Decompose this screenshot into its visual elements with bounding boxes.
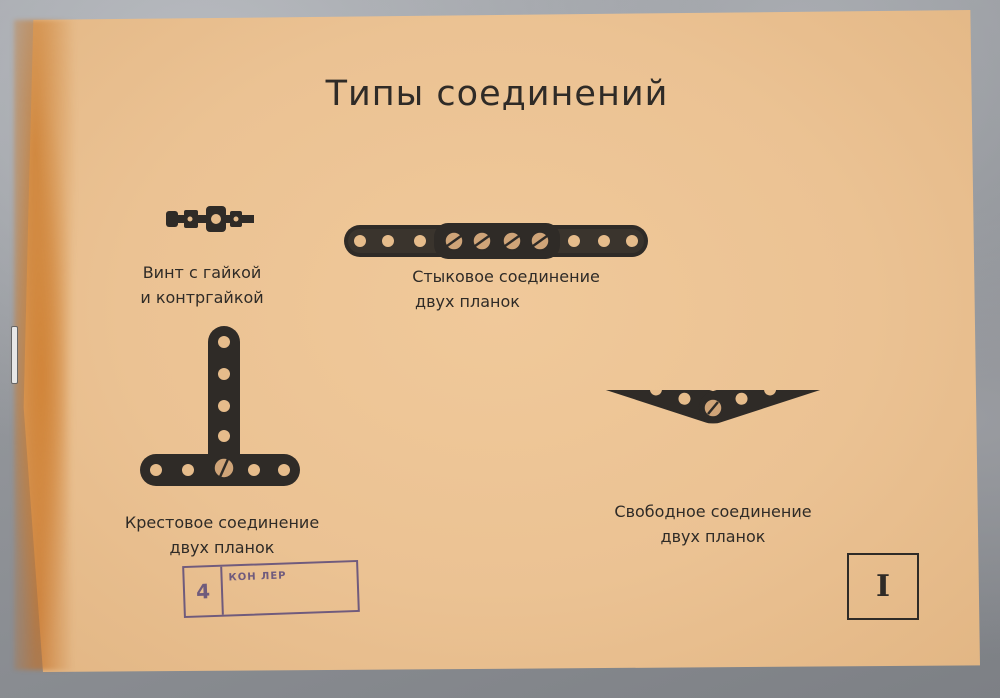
butt-joint-illustration (344, 223, 648, 259)
caption-butt-line1: Стыковое соединение (412, 267, 600, 286)
caption-butt-joint: Стыковое соединение двух планок (397, 264, 615, 314)
stamp-number: 4 (184, 566, 224, 616)
water-stain (14, 20, 84, 670)
free-joint-illustration (584, 390, 842, 424)
staple (11, 326, 18, 384)
screw-nut-illustration (166, 206, 254, 232)
caption-screw-line1: Винт с гайкой (142, 263, 262, 282)
page-title: Типы соединений (325, 74, 669, 114)
caption-free-line2: двух планок (660, 527, 766, 546)
stamp-text: КОН ЛЕР (228, 570, 287, 584)
caption-cross-line1: Крестовое соединение (124, 513, 320, 532)
caption-butt-line2: двух планок (415, 292, 520, 311)
caption-free-line1: Свободное соединение (614, 502, 812, 521)
caption-cross-joint: Крестовое соединение двух планок (108, 510, 336, 560)
cross-joint-illustration (140, 326, 300, 486)
caption-screw: Винт с гайкой и контргайкой (122, 260, 282, 310)
page-number: I (875, 569, 891, 604)
caption-free-joint: Свободное соединение двух планок (602, 499, 824, 549)
caption-cross-line2: двух планок (169, 538, 275, 557)
instruction-sheet (23, 10, 980, 672)
page-number-box: I (847, 553, 919, 620)
caption-screw-line2: и контргайкой (140, 288, 264, 307)
inspection-stamp: 4 КОН ЛЕР (182, 559, 360, 619)
